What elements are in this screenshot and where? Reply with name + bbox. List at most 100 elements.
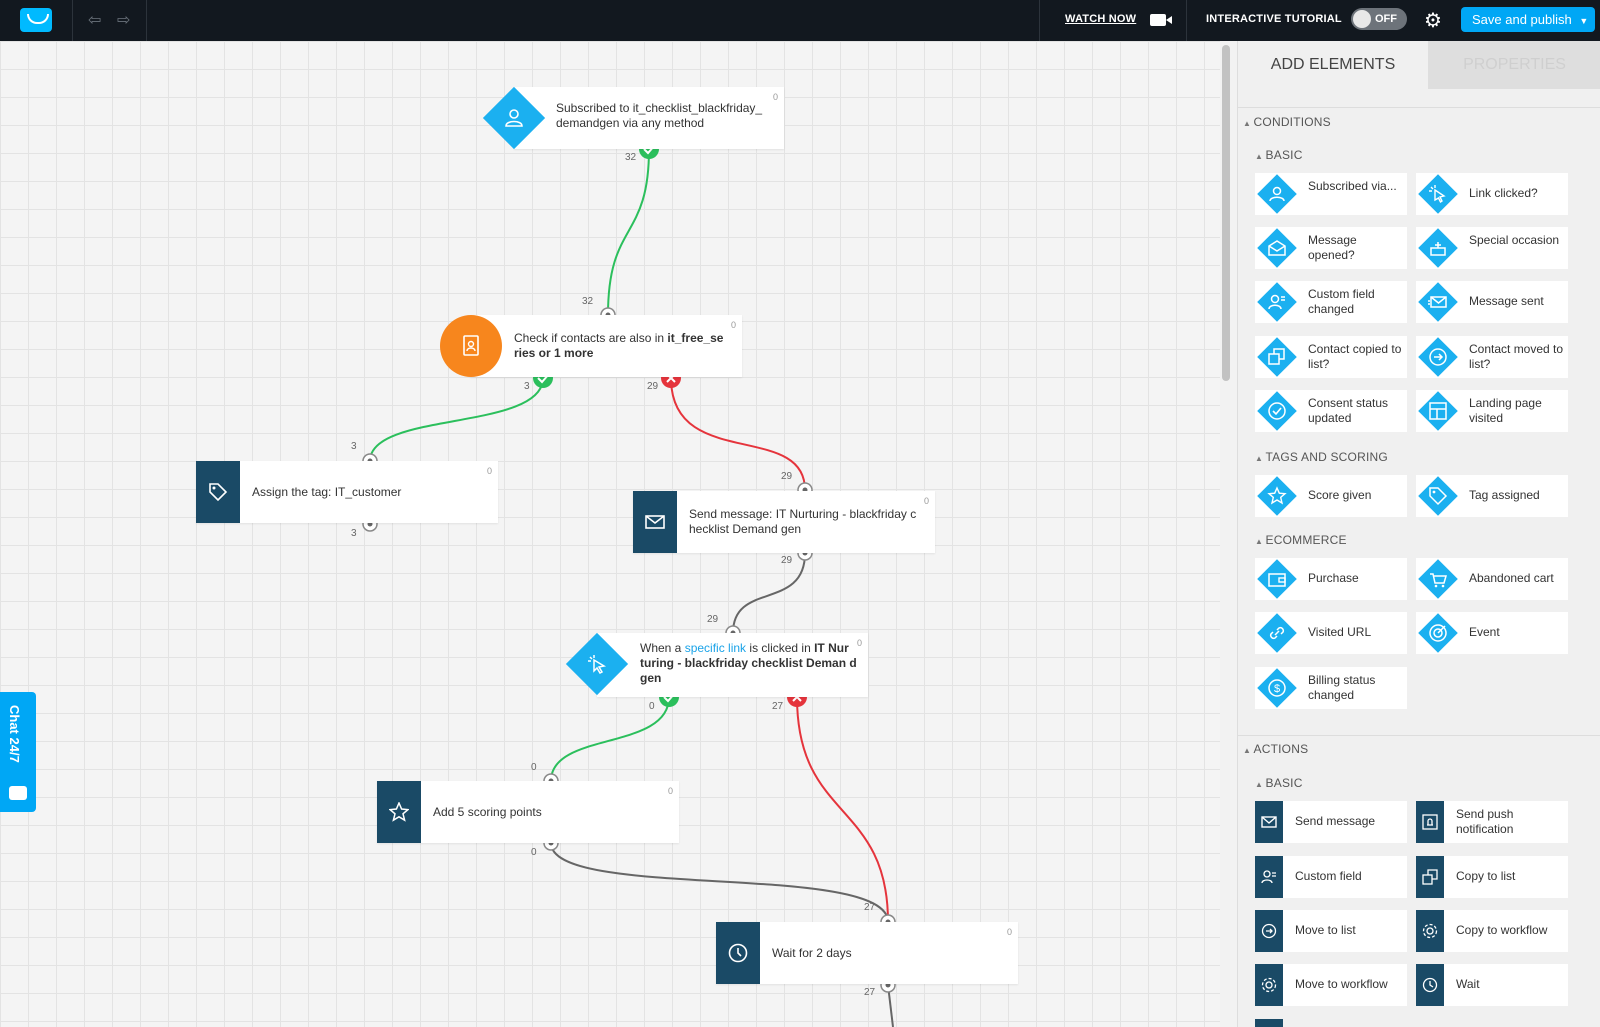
link-icon: [1269, 626, 1285, 640]
section-conditions[interactable]: CONDITIONS: [1243, 115, 1331, 129]
node-add-scoring[interactable]: Add 5 scoring points 0: [377, 781, 679, 843]
element-contact-copied[interactable]: Contact copied to list?: [1255, 336, 1407, 378]
move-icon: [1261, 923, 1277, 939]
subsection-tags-scoring[interactable]: TAGS AND SCORING: [1255, 450, 1388, 464]
envelope-open-icon: [1268, 240, 1286, 256]
node-link-clicked[interactable]: When a specific link is clicked in IT Nu…: [597, 633, 868, 697]
element-copy-to-list[interactable]: Copy to list: [1416, 856, 1568, 898]
element-message-opened[interactable]: Message opened?: [1255, 227, 1407, 269]
chat-label[interactable]: Chat 24/7: [7, 705, 22, 763]
node-count: 0: [730, 320, 736, 330]
element-message-sent[interactable]: Message sent: [1416, 281, 1568, 323]
element-label: Tag assigned: [1469, 488, 1540, 502]
envelope-icon: [1261, 816, 1277, 828]
link-count: 32: [582, 296, 594, 307]
element-move-to-workflow[interactable]: Move to workflow: [1255, 964, 1407, 1006]
subsection-basic[interactable]: BASIC: [1255, 148, 1303, 162]
element-send-message[interactable]: Send message: [1255, 801, 1407, 843]
chat-bubble-icon: [9, 786, 27, 800]
element-custom-field[interactable]: Custom field: [1255, 856, 1407, 898]
node-subscribed[interactable]: Subscribed to it_checklist_blackfriday_ …: [514, 87, 784, 149]
workflow-canvas[interactable]: Subscribed to it_checklist_blackfriday_ …: [0, 41, 1220, 1027]
link-count: 3: [524, 381, 530, 392]
element-label: Link clicked?: [1469, 186, 1538, 200]
element-partial[interactable]: [1255, 1019, 1283, 1027]
wallet-icon: [1268, 573, 1286, 587]
element-custom-field-changed[interactable]: Custom field changed: [1255, 281, 1407, 323]
filter-circle[interactable]: [440, 315, 502, 377]
element-label: Wait: [1456, 977, 1480, 991]
element-subscribed-via[interactable]: Subscribed via...: [1255, 173, 1407, 215]
action-tile: [377, 781, 421, 843]
element-send-push[interactable]: Send push notification: [1416, 801, 1568, 843]
node-send-message[interactable]: Send message: IT Nurturing - blackfriday…: [633, 491, 935, 553]
element-visited-url[interactable]: Visited URL: [1255, 612, 1407, 654]
gear-icon[interactable]: ⚙: [1424, 10, 1442, 32]
specific-link[interactable]: specific link: [684, 641, 747, 655]
node-check-contacts[interactable]: Check if contacts are also in it_free_se…: [470, 315, 742, 377]
consent-icon: [1268, 402, 1286, 420]
element-label: Purchase: [1308, 571, 1359, 585]
node-count: 0: [1006, 927, 1012, 937]
cart-icon: [1430, 573, 1447, 588]
save-and-publish-button[interactable]: Save and publish ▼: [1461, 7, 1595, 32]
node-text: Assign the tag: IT_customer: [252, 485, 402, 499]
node-count: 0: [667, 786, 673, 796]
canvas-scrollbar[interactable]: [1222, 45, 1230, 381]
element-label: Send message: [1295, 814, 1376, 828]
section-actions[interactable]: ACTIONS: [1243, 742, 1309, 756]
tab-properties[interactable]: PROPERTIES: [1428, 41, 1600, 89]
section-divider: [1237, 107, 1600, 108]
node-assign-tag[interactable]: Assign the tag: IT_customer 0: [196, 461, 498, 523]
node-count: 0: [856, 638, 862, 648]
node-text: When a specific link is clicked in IT Nu…: [640, 641, 857, 685]
contact-book-icon: [463, 335, 479, 356]
star-icon: [1267, 486, 1287, 505]
gear-move-icon: [1261, 977, 1277, 993]
element-label: Message sent: [1469, 294, 1544, 308]
tab-add-elements[interactable]: ADD ELEMENTS: [1238, 41, 1428, 89]
watch-now-link[interactable]: WATCH NOW: [1065, 13, 1137, 25]
undo-icon[interactable]: ⇦: [88, 12, 102, 29]
element-abandoned-cart[interactable]: Abandoned cart: [1416, 558, 1568, 600]
user-icon: [505, 109, 523, 127]
element-purchase[interactable]: Purchase: [1255, 558, 1407, 600]
node-text: Add 5 scoring points: [433, 805, 542, 819]
app-logo[interactable]: [20, 8, 52, 32]
redo-icon[interactable]: ⇨: [117, 12, 131, 29]
billing-icon: $: [1268, 679, 1286, 697]
video-camera-icon[interactable]: [1150, 14, 1172, 26]
link-count: 0: [649, 701, 655, 712]
element-consent-status[interactable]: Consent status updated: [1255, 390, 1407, 432]
element-event[interactable]: Event: [1416, 612, 1568, 654]
element-label: Subscribed via...: [1308, 179, 1397, 193]
move-icon: [1429, 348, 1447, 366]
action-tile: [716, 922, 760, 984]
element-score-given[interactable]: Score given: [1255, 475, 1407, 517]
svg-text:$: $: [1274, 683, 1280, 695]
element-tag-assigned[interactable]: Tag assigned: [1416, 475, 1568, 517]
link-count: 29: [707, 614, 719, 625]
subsection-ecommerce[interactable]: ECOMMERCE: [1255, 533, 1347, 547]
element-label: Score given: [1308, 488, 1372, 502]
node-wait[interactable]: Wait for 2 days 0: [716, 922, 1018, 984]
element-contact-moved[interactable]: Contact moved to list?: [1416, 336, 1568, 378]
action-tile: [196, 461, 240, 523]
element-label: Visited URL: [1308, 625, 1372, 639]
connection-lines: [362, 139, 896, 1027]
subsection-basic[interactable]: BASIC: [1255, 776, 1303, 790]
landing-page-icon: [1429, 402, 1447, 420]
element-link-clicked[interactable]: Link clicked?: [1416, 173, 1568, 215]
element-landing-page-visited[interactable]: Landing page visited: [1416, 390, 1568, 432]
element-special-occasion[interactable]: Special occasion: [1416, 227, 1568, 269]
tutorial-toggle[interactable]: OFF: [1351, 8, 1407, 30]
element-wait[interactable]: Wait: [1416, 964, 1568, 1006]
toggle-state: OFF: [1375, 13, 1397, 25]
element-copy-to-workflow[interactable]: Copy to workflow: [1416, 910, 1568, 952]
toolbar-divider: [72, 0, 73, 41]
cursor-click-icon: [588, 655, 607, 674]
element-label: Special occasion: [1469, 233, 1560, 247]
element-move-to-list[interactable]: Move to list: [1255, 910, 1407, 952]
publish-label: Save and publish: [1472, 12, 1572, 27]
element-billing-status[interactable]: $Billing status changed: [1255, 667, 1407, 709]
